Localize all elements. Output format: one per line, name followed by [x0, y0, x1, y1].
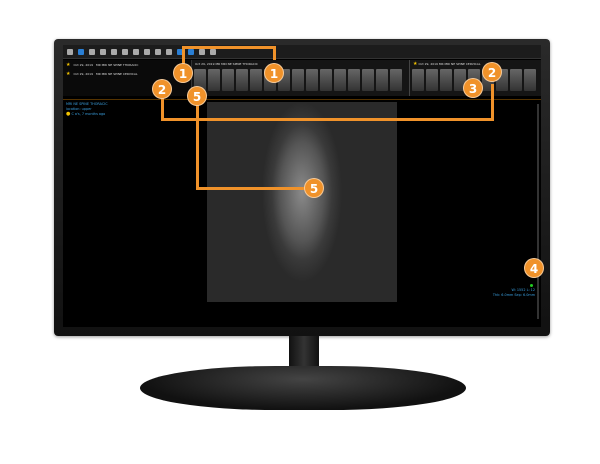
- status-indicator: [530, 284, 533, 287]
- callout-line: [273, 46, 276, 60]
- thumbnail[interactable]: [222, 69, 234, 91]
- callout-line: [182, 46, 276, 49]
- thumbnail[interactable]: [390, 69, 402, 91]
- toolbar: [63, 45, 541, 59]
- annotate-icon[interactable]: [166, 48, 172, 55]
- series-thumbnail-strip: Oct 29, 2019 MR MRI NE SPINE THORACIC: [191, 60, 409, 96]
- layout-icon[interactable]: [67, 48, 73, 55]
- link-icon[interactable]: [177, 48, 183, 55]
- callout-line: [196, 187, 306, 190]
- star-icon: ●: [66, 111, 71, 117]
- study-info-overlay: MRI NE SPINE THORACIC location: upper ● …: [66, 102, 108, 117]
- thumbnail[interactable]: [334, 69, 346, 91]
- callout-2-comparison: 2: [482, 62, 502, 82]
- series-icon[interactable]: [188, 48, 194, 55]
- thumbnail[interactable]: [292, 69, 304, 91]
- monitor-stand-base: [140, 366, 466, 410]
- thumbnail[interactable]: [510, 69, 522, 91]
- window-level-icon[interactable]: [111, 48, 117, 55]
- thumbnail[interactable]: [236, 69, 248, 91]
- strip-header: ★ Oct 29, 2019 MR MRI NE SPINE CERVICAL: [413, 61, 481, 67]
- callout-1-tools: 1: [264, 63, 284, 83]
- thumbnail[interactable]: [250, 69, 262, 91]
- image-viewport[interactable]: MRI NE SPINE THORACIC location: upper ● …: [63, 99, 541, 327]
- angle-icon[interactable]: [155, 48, 161, 55]
- callout-line: [182, 47, 185, 65]
- zoom-icon[interactable]: [89, 48, 95, 55]
- star-icon[interactable]: ★: [413, 61, 418, 67]
- callout-line: [491, 84, 494, 120]
- thumbnail[interactable]: [524, 69, 536, 91]
- callout-1-toolbar: 1: [173, 63, 193, 83]
- display-icon[interactable]: [78, 48, 84, 55]
- arrow-icon[interactable]: [133, 48, 139, 55]
- strip-header: Oct 29, 2019 MR MRI NE SPINE THORACIC: [195, 62, 258, 66]
- print-icon[interactable]: [199, 48, 205, 55]
- thumbnail[interactable]: [320, 69, 332, 91]
- callout-line: [161, 97, 164, 120]
- callout-5-thumbnails: 5: [187, 86, 207, 106]
- pan-icon[interactable]: [100, 48, 106, 55]
- thumbnail[interactable]: [208, 69, 220, 91]
- thumbnail[interactable]: [412, 69, 424, 91]
- thumbnail[interactable]: [362, 69, 374, 91]
- callout-3-comparison: 3: [463, 78, 483, 98]
- measure-icon[interactable]: [122, 48, 128, 55]
- star-icon[interactable]: ★: [66, 61, 71, 68]
- callout-line: [196, 104, 199, 190]
- callout-5-image: 5: [304, 178, 324, 198]
- callout-4-info: 4: [524, 258, 544, 278]
- thumbnail[interactable]: [194, 69, 206, 91]
- callout-line: [161, 118, 494, 121]
- thumbnail[interactable]: [306, 69, 318, 91]
- thumbnail[interactable]: [348, 69, 360, 91]
- settings-icon[interactable]: [210, 48, 216, 55]
- star-icon[interactable]: ★: [66, 70, 71, 77]
- undo-icon[interactable]: [144, 48, 150, 55]
- image-scrollbar[interactable]: [537, 104, 539, 319]
- thumbnail[interactable]: [426, 69, 438, 91]
- image-info-overlay: W: 1552 L: 12 Thk: 6.0mm Sep: 6.0mm: [492, 288, 535, 297]
- mri-image[interactable]: [207, 102, 397, 302]
- callout-2-studies: 2: [152, 79, 172, 99]
- thumbnail[interactable]: [376, 69, 388, 91]
- thumbnail[interactable]: [440, 69, 452, 91]
